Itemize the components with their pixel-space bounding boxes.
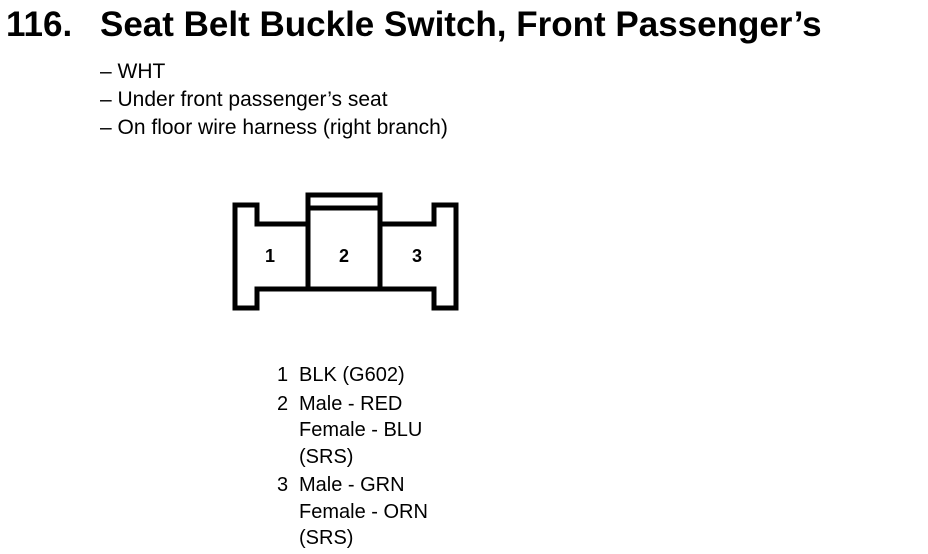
pin-number: 2 xyxy=(277,392,289,415)
cavity-label-1: 1 xyxy=(265,246,275,266)
pin-description: Male - GRN Female - ORN (SRS) xyxy=(299,474,428,549)
pin-description: Male - RED Female - BLU (SRS) xyxy=(299,392,423,468)
page-title: 116. Seat Belt Buckle Switch, Front Passe… xyxy=(6,2,822,48)
pin-list: 1 BLK (G602) 2 Male - RED Female - BLU (… xyxy=(277,362,428,554)
connector-diagram: 1 2 3 xyxy=(232,192,459,311)
cavity-label-3: 3 xyxy=(412,246,422,266)
detail-harness: – On floor wire harness (right branch) xyxy=(100,116,448,139)
pin-number: 3 xyxy=(277,474,289,496)
cavity-label-2: 2 xyxy=(339,246,349,266)
connector-outline xyxy=(232,192,459,311)
detail-location: – Under front passenger’s seat xyxy=(100,88,388,111)
pin-item: 1 BLK (G602) xyxy=(277,362,428,389)
title-text: Seat Belt Buckle Switch, Front Passenger… xyxy=(100,5,822,44)
detail-color: – WHT xyxy=(100,60,166,83)
item-number: 116. xyxy=(6,5,73,44)
connector-details: – WHT – Under front passenger’s seat – O… xyxy=(100,58,448,142)
pin-description: BLK (G602) xyxy=(299,364,405,386)
pin-item: 3 Male - GRN Female - ORN (SRS) xyxy=(277,472,428,552)
pin-number: 1 xyxy=(277,364,289,386)
pin-item: 2 Male - RED Female - BLU (SRS) xyxy=(277,391,428,471)
